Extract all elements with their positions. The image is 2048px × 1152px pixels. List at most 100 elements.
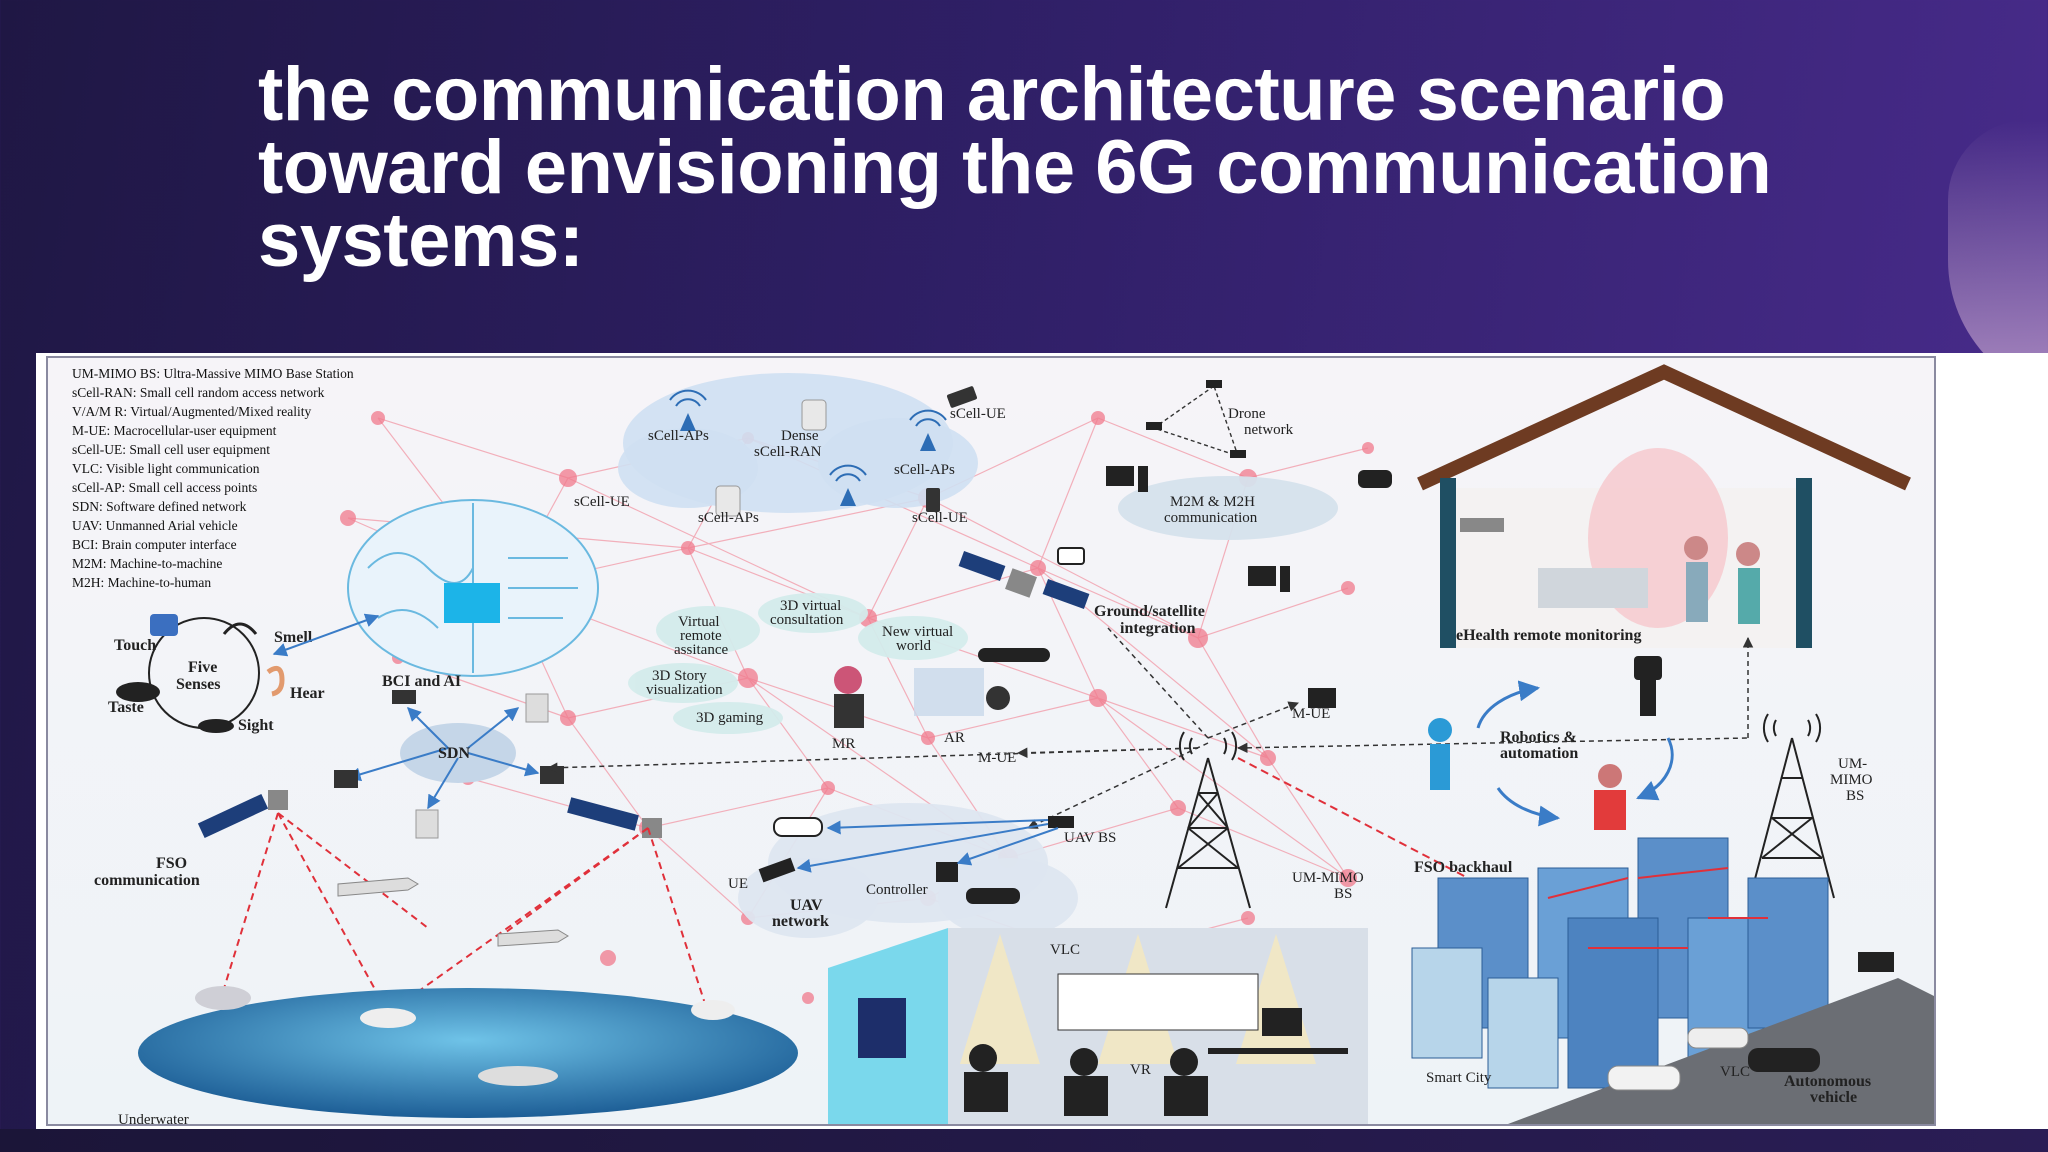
tablet-icon — [1058, 548, 1084, 564]
label-uav-bs: UAV BS — [1064, 830, 1116, 846]
label-scell-aps: sCell-APs — [698, 510, 759, 526]
label-ue: UE — [728, 876, 748, 892]
label-m2m: M2M & M2H — [1170, 494, 1255, 510]
mouth-icon — [116, 682, 160, 702]
access-point-icon — [802, 400, 826, 430]
legend-item: sCell-RAN: Small cell random access netw… — [72, 385, 325, 400]
label-hear: Hear — [290, 685, 325, 702]
legend-item: UAV: Unmanned Arial vehicle — [72, 518, 238, 533]
label-mimo: MIMO — [1830, 772, 1873, 788]
vr-user-icon — [834, 666, 862, 694]
car-icon — [978, 648, 1050, 662]
label-um: UM- — [1838, 756, 1867, 772]
label-robotics: Robotics & — [1500, 729, 1577, 746]
label-vr: VR — [1130, 1062, 1151, 1078]
label-bs: BS — [1846, 788, 1864, 804]
label-scell-aps: sCell-APs — [894, 462, 955, 478]
worker-body — [1594, 790, 1626, 830]
phone-icon — [946, 386, 977, 409]
label-smart-city: Smart City — [1426, 1070, 1492, 1086]
car-icon — [1748, 1048, 1820, 1072]
label-scell-aps: sCell-APs — [648, 428, 709, 444]
ocean — [138, 986, 798, 1118]
robot-arm-icon — [1428, 718, 1452, 742]
car-icon — [1688, 1028, 1748, 1048]
vlc-room — [828, 928, 1368, 1124]
airplane-icon — [498, 930, 568, 946]
label-m2m-communication: communication — [1164, 510, 1258, 526]
diagram-svg: UM-MIMO BS: Ultra-Massive MIMO Base Stat… — [48, 358, 1936, 1126]
car-icon — [966, 888, 1020, 904]
legend-item: M2M: Machine-to-machine — [72, 556, 222, 571]
legend-item: BCI: Brain computer interface — [72, 537, 237, 552]
sdn-hub — [334, 690, 564, 838]
label-m-ue: M-UE — [978, 750, 1016, 766]
ear-icon — [268, 668, 282, 694]
label-controller: Controller — [866, 882, 928, 898]
label-automation: automation — [1500, 745, 1578, 762]
label-scell-ue: sCell-UE — [912, 510, 968, 526]
label-autonomous: Autonomous — [1784, 1073, 1871, 1090]
airplane-icon — [338, 878, 418, 896]
legend-item: SDN: Software defined network — [72, 499, 247, 514]
legend-item: M-UE: Macrocellular-user equipment — [72, 423, 277, 438]
title-line-3: systems: — [258, 204, 1818, 277]
label-uav: UAV — [790, 897, 823, 914]
label-vlc-street: VLC — [1720, 1064, 1750, 1080]
house-icon — [1420, 372, 1908, 648]
label-vehicle: vehicle — [1810, 1089, 1857, 1106]
controller-icon — [936, 862, 958, 882]
label-mr: MR — [832, 736, 855, 752]
label-fso-backhaul: FSO backhaul — [1414, 859, 1513, 876]
legend-item: sCell-AP: Small cell access points — [72, 480, 257, 495]
tower-icon — [1750, 738, 1834, 898]
bottom-strip — [0, 1129, 2048, 1152]
car-icon — [1608, 1066, 1680, 1090]
label-scell-ue: sCell-UE — [574, 494, 630, 510]
label-sdn: SDN — [438, 745, 470, 762]
label-smell: Smell — [274, 629, 313, 646]
worker-icon — [1598, 764, 1622, 788]
label-world: world — [896, 638, 931, 654]
eye-icon — [198, 719, 234, 733]
label-bci-ai: BCI and AI — [382, 673, 461, 690]
label-vlc: VLC — [1050, 942, 1080, 958]
title-line-2: toward envisioning the 6G communication — [258, 131, 1818, 204]
traffic-light-icon — [1858, 952, 1894, 972]
hand-icon — [150, 614, 178, 636]
drone-icon — [1048, 816, 1074, 828]
label-ar: AR — [944, 730, 965, 746]
legend-item: VLC: Visible light communication — [72, 461, 260, 476]
architecture-diagram: UM-MIMO BS: Ultra-Massive MIMO Base Stat… — [46, 356, 1936, 1126]
slide-title: the communication architecture scenario … — [258, 58, 1818, 277]
label-communication: communication — [94, 872, 200, 889]
legend-item: UM-MIMO BS: Ultra-Massive MIMO Base Stat… — [72, 366, 354, 381]
label-uav-network: network — [772, 913, 829, 930]
label-underwater: Underwater — [118, 1112, 189, 1126]
legend-item: M2H: Machine-to-human — [72, 575, 211, 590]
car-icon — [774, 818, 822, 836]
tower-signal-icon — [1764, 714, 1820, 742]
label-dense-scell-ran: sCell-RAN — [754, 444, 822, 460]
label-ehealth: eHealth remote monitoring — [1456, 627, 1641, 644]
label-assitance: assitance — [674, 642, 728, 658]
camera-icon — [1358, 470, 1392, 488]
label-ground-satellite: Ground/satellite — [1094, 603, 1205, 620]
ar-user-icon — [986, 686, 1010, 710]
label-drone-network: network — [1244, 422, 1294, 438]
label-um-mimo: UM-MIMO — [1292, 870, 1364, 886]
label-fso: FSO — [156, 855, 187, 872]
label-touch: Touch — [114, 637, 156, 654]
label-scell-ue: sCell-UE — [950, 406, 1006, 422]
label-m-ue: M-UE — [1292, 706, 1330, 722]
label-sight: Sight — [238, 717, 274, 734]
robot-icon — [1634, 656, 1662, 680]
robot-body — [1640, 680, 1656, 716]
ar-screen — [914, 668, 984, 716]
label-dense: Dense — [781, 428, 819, 444]
label-integration: integration — [1120, 620, 1196, 637]
fso-beams — [218, 813, 708, 1013]
legend: UM-MIMO BS: Ultra-Massive MIMO Base Stat… — [72, 366, 354, 590]
vr-user-body — [834, 694, 864, 728]
robot-arm-body — [1430, 744, 1450, 790]
